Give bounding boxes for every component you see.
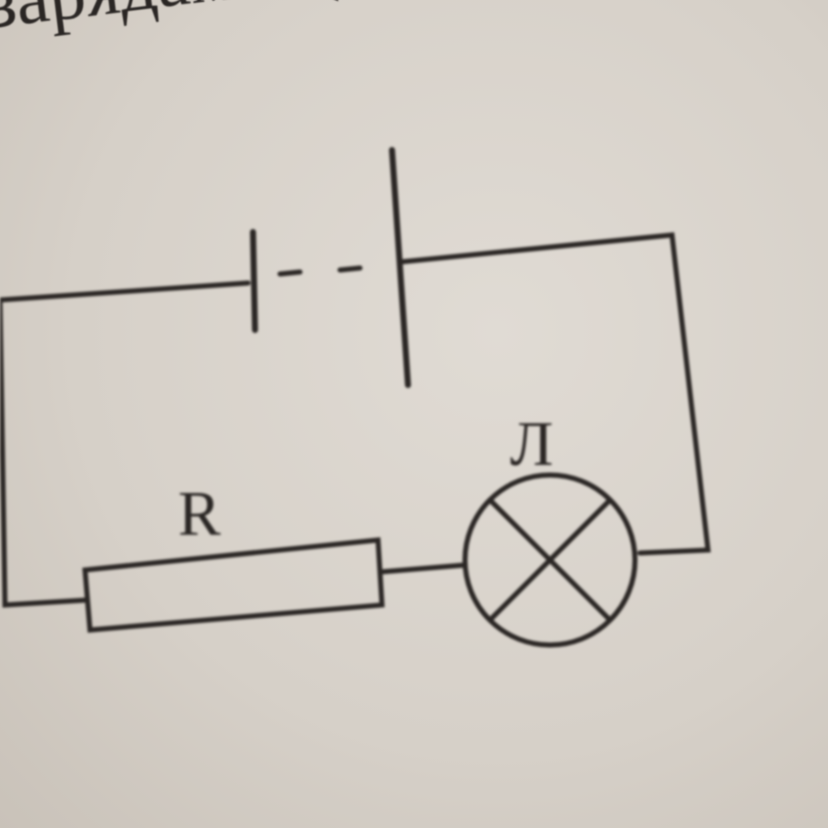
resistor-label: R — [178, 478, 221, 549]
lamp-cross-2 — [487, 497, 613, 623]
resistor — [82, 537, 385, 633]
battery-dash-2 — [337, 265, 363, 273]
battery-dash-1 — [277, 269, 303, 277]
battery-short-plate — [250, 229, 258, 333]
wire-top-left — [0, 280, 251, 303]
lamp-label: Л — [510, 408, 553, 479]
wire-resistor-lamp — [377, 562, 468, 575]
wire-left — [0, 297, 90, 608]
lamp-circle — [462, 472, 638, 648]
wire-top-right — [397, 232, 711, 556]
battery-long-plate — [389, 147, 411, 388]
